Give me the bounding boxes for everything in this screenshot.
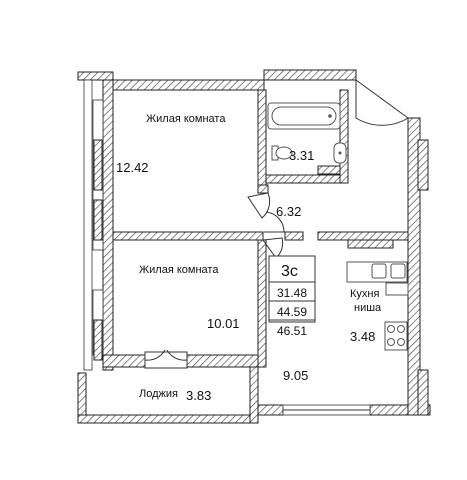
living-1-door: [264, 211, 285, 233]
toilet: [271, 145, 293, 161]
loggia-label: Лоджия: [139, 388, 178, 400]
hall-area: 6.32: [276, 204, 301, 219]
loggia-area: 3.83: [186, 388, 211, 403]
corridor-area: 9.05: [283, 368, 308, 383]
area-main: 44.59: [277, 305, 307, 319]
bathtub: [267, 102, 341, 130]
area-living: 31.48: [277, 286, 307, 300]
bathroom-sink: [333, 142, 347, 164]
living-room-1-label: Жилая комната: [146, 113, 226, 125]
living-room-1-area: 12.42: [116, 160, 149, 175]
kitchen-counter: [346, 261, 409, 296]
windows-left: [83, 79, 104, 371]
loggia-door: [144, 349, 188, 369]
bathroom-door: [247, 192, 271, 219]
living-room-2-label: Жилая комната: [139, 264, 219, 276]
kitchen-shaft: [347, 239, 394, 249]
entrance-door: [355, 79, 409, 126]
living-room-2-area: 10.01: [207, 316, 240, 331]
apartment-info-box: [268, 255, 316, 323]
kitchen-area: 3.48: [350, 329, 375, 344]
kitchen-label-line2: ниша: [354, 302, 382, 314]
stove: [384, 321, 408, 351]
area-total: 46.51: [277, 324, 307, 338]
bathroom-area: 3.31: [289, 148, 314, 163]
kitchen-label-line1: Кухня: [350, 288, 379, 300]
apartment-type: 3с: [281, 263, 298, 280]
outer-walls: [77, 69, 431, 424]
window-bottom: [282, 404, 371, 416]
bathroom-shaft: [317, 165, 341, 175]
interior-walls: [112, 89, 409, 368]
